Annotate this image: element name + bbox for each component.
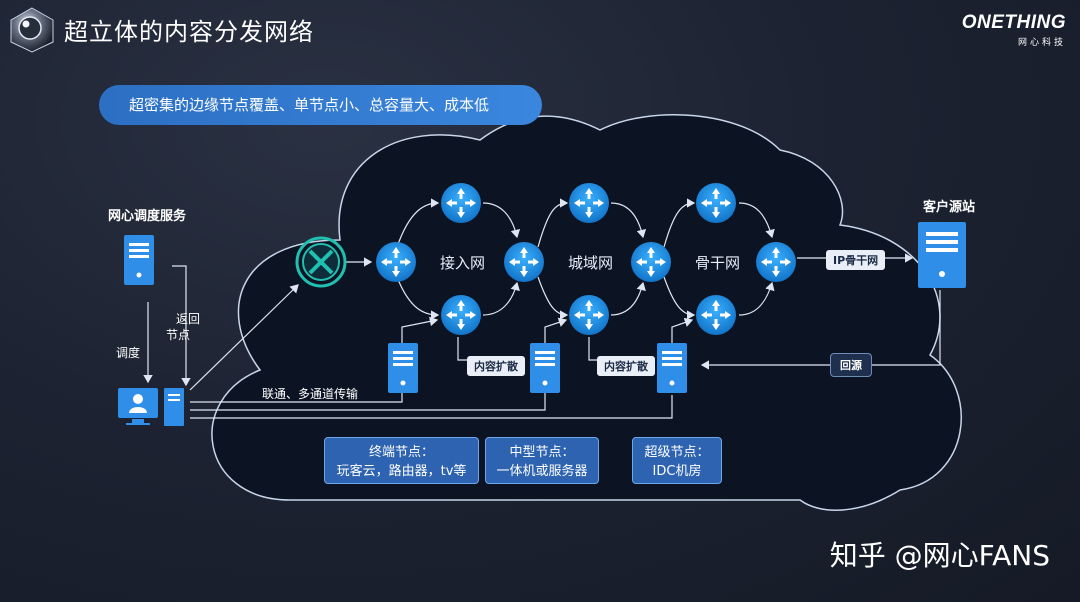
super-server-icon <box>657 343 687 393</box>
terminal-server-icon <box>388 343 418 393</box>
access-network-label: 接入网 <box>440 254 486 272</box>
client-computer-icon <box>118 388 184 426</box>
hub-icon <box>295 236 347 288</box>
terminal-node-title: 终端节点： <box>368 445 434 460</box>
router-icon <box>376 242 416 282</box>
ip-backbone-tag: IP骨干网 <box>826 250 886 270</box>
return-label: 返回 <box>176 312 201 326</box>
origin-server-icon <box>918 222 966 288</box>
medium-server-icon <box>530 343 560 393</box>
content-expand-tag: 内容扩散 <box>597 356 655 376</box>
terminal-node-box: 终端节点： 玩客云，路由器，tv等 <box>324 437 479 484</box>
brand-logo: ONETHING 网心科技 <box>962 12 1066 48</box>
super-node-desc: IDC机房 <box>652 464 702 479</box>
router-icon <box>441 183 481 223</box>
router-icon <box>756 242 796 282</box>
metro-network-label: 城域网 <box>568 254 614 272</box>
router-icon <box>696 295 736 335</box>
origin-fetch-tag: 回源 <box>830 353 872 377</box>
scheduler-server-icon <box>124 235 154 285</box>
watermark: 知乎 @网心FANS <box>829 539 1050 572</box>
page-title: 超立体的内容分发网络 <box>64 18 314 46</box>
brand-name: ONETHING <box>961 12 1066 33</box>
router-icon <box>569 183 609 223</box>
brand-subtitle: 网心科技 <box>1017 38 1066 48</box>
scheduler-title: 网心调度服务 <box>108 209 187 224</box>
super-node-box: 超级节点： IDC机房 <box>632 437 722 484</box>
router-icon <box>696 183 736 223</box>
transport-label: 联通、多通道传输 <box>262 387 359 401</box>
node-label: 节点 <box>166 328 191 342</box>
super-node-title: 超级节点： <box>644 445 710 460</box>
company-logo-icon <box>10 7 54 53</box>
router-icon <box>631 242 671 282</box>
medium-node-title: 中型节点： <box>509 445 575 460</box>
headline-banner: 超密集的边缘节点覆盖、单节点小、总容量大、成本低 <box>99 85 542 125</box>
origin-title: 客户源站 <box>923 200 976 215</box>
medium-node-box: 中型节点： 一体机或服务器 <box>485 437 599 484</box>
router-icon <box>504 242 544 282</box>
terminal-node-desc: 玩客云，路由器，tv等 <box>336 464 467 479</box>
schedule-label: 调度 <box>116 346 141 360</box>
router-icon <box>569 295 609 335</box>
backbone-network-label: 骨干网 <box>695 254 741 272</box>
router-icon <box>441 295 481 335</box>
medium-node-desc: 一体机或服务器 <box>496 464 588 479</box>
content-expand-tag: 内容扩散 <box>467 356 525 376</box>
